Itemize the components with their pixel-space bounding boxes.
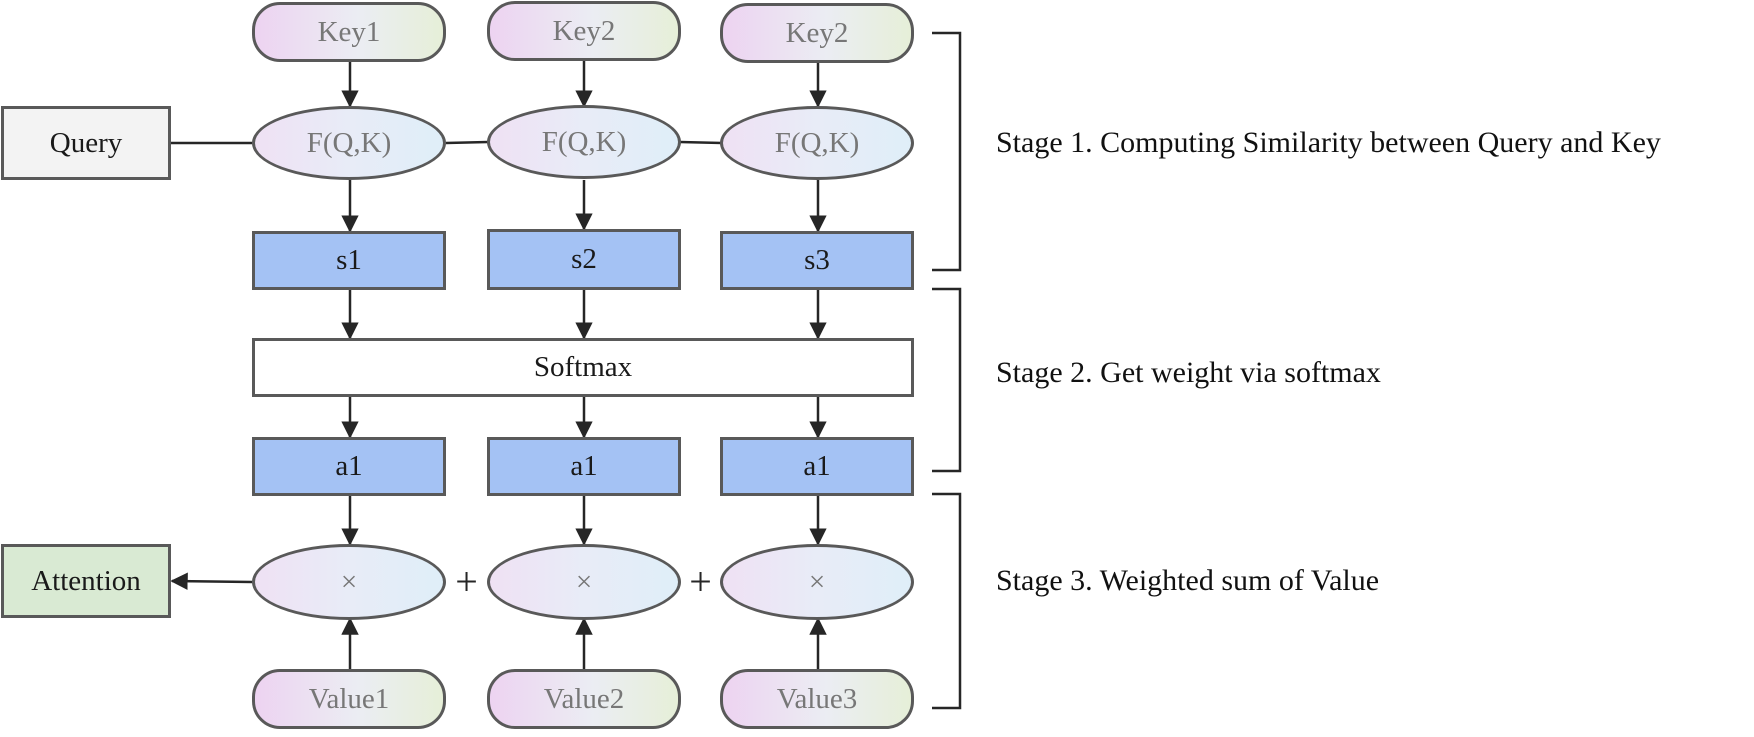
multiply-3-label: × [808,565,826,598]
weight-3: a1 [720,437,914,496]
arrow-mult1-attention [170,572,253,590]
line-f1-f2 [445,140,489,145]
weight-2: a1 [487,437,681,496]
key-3-label: Key2 [785,16,849,49]
similarity-fn-3-label: F(Q,K) [774,126,860,159]
value-2: Value2 [487,669,681,729]
score-s2-label: s2 [571,243,597,275]
attention-label: Attention [31,564,141,597]
query-box: Query [1,106,171,180]
weight-1-label: a1 [335,450,363,482]
stage-2-label: Stage 2. Get weight via softmax [996,356,1381,389]
multiply-1-label: × [340,565,358,598]
stage-1-label: Stage 1. Computing Similarity between Qu… [996,126,1661,159]
key-1: Key1 [252,2,446,62]
score-s1-label: s1 [336,244,362,276]
softmax-box: Softmax [252,338,914,397]
multiply-node-3: × [720,544,914,620]
multiply-node-1: × [252,544,446,620]
value-1-label: Value1 [308,682,390,715]
weight-2-label: a1 [570,450,598,482]
similarity-fn-1: F(Q,K) [252,106,446,180]
key-3: Key2 [720,3,914,63]
weight-1: a1 [252,437,446,496]
key-1-label: Key1 [317,15,381,48]
plus-sign-1: + [446,560,487,604]
similarity-fn-2-label: F(Q,K) [541,125,627,158]
attention-box: Attention [1,544,171,618]
stage-3-label: Stage 3. Weighted sum of Value [996,564,1380,597]
multiply-node-2: × [487,544,681,620]
key-2: Key2 [487,1,681,61]
plus-sign-2: + [680,560,721,604]
weight-3-label: a1 [803,450,831,482]
bracket-stage-3 [932,492,962,710]
similarity-fn-1-label: F(Q,K) [306,126,392,159]
key-2-label: Key2 [552,14,616,47]
value-3-label: Value3 [776,682,858,715]
multiply-2-label: × [575,565,593,598]
value-1: Value1 [252,669,446,729]
query-label: Query [49,126,123,159]
bracket-stage-2 [932,287,962,473]
score-s2: s2 [487,229,681,290]
similarity-fn-2: F(Q,K) [487,105,681,179]
score-s3-label: s3 [804,244,830,276]
score-s1: s1 [252,231,446,290]
similarity-fn-3: F(Q,K) [720,106,914,180]
value-2-label: Value2 [543,682,625,715]
bracket-stage-1 [932,31,962,272]
score-s3: s3 [720,231,914,290]
line-f2-f3 [679,140,723,145]
plus-1-label: + [455,559,478,604]
value-3: Value3 [720,669,914,729]
plus-2-label: + [689,559,712,604]
softmax-label: Softmax [533,351,633,383]
